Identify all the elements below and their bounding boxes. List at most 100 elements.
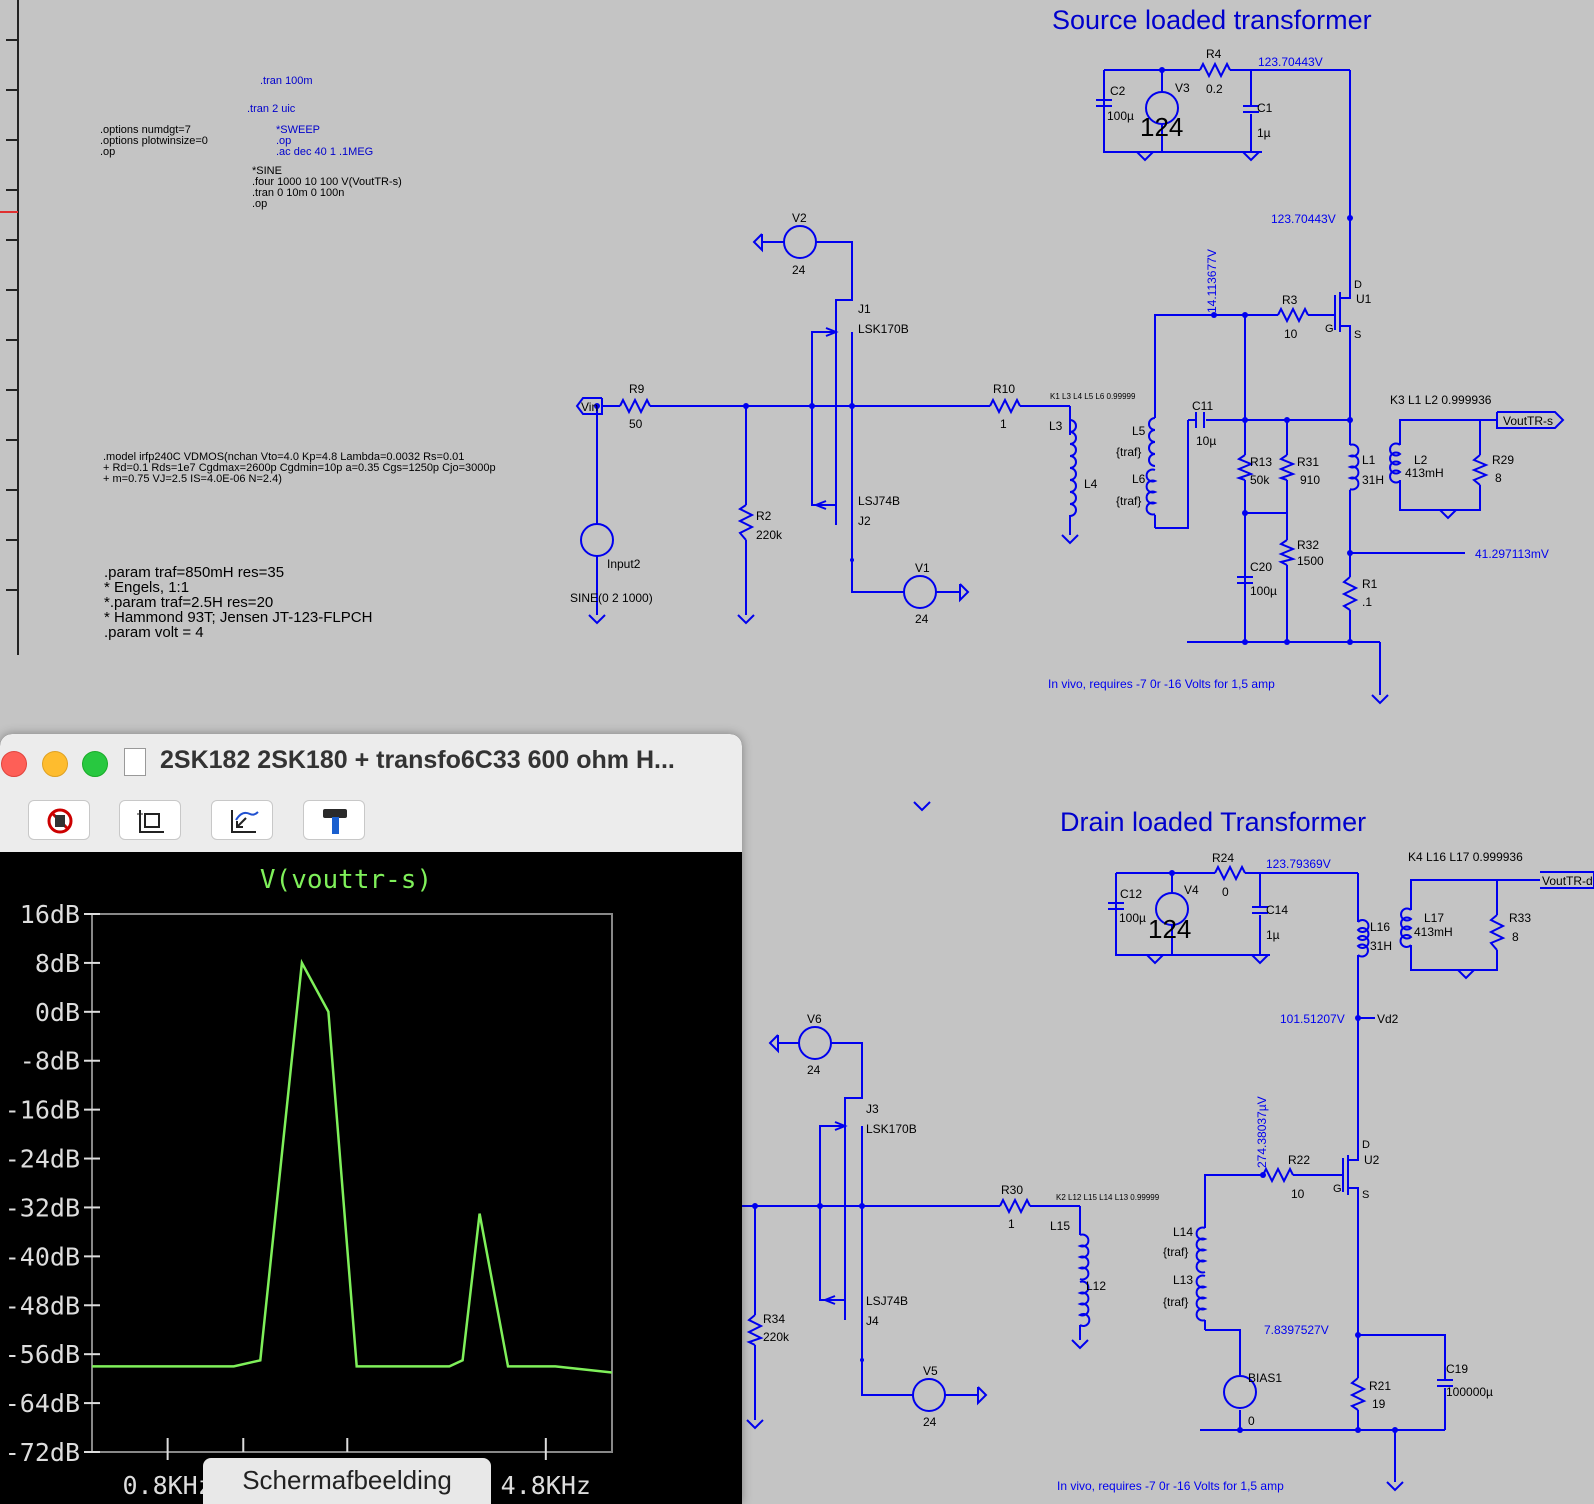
sine-source-label[interactable]: SINE(0 2 1000) xyxy=(570,591,653,605)
r32-label[interactable]: R32 xyxy=(1297,538,1319,552)
zoom-back-button[interactable] xyxy=(211,800,273,840)
l6-traf[interactable]: {traf} xyxy=(1116,494,1141,508)
r4-label[interactable]: R4 xyxy=(1206,47,1222,61)
c2-label[interactable]: C2 xyxy=(1110,84,1126,98)
options-line-1[interactable]: .options numdgt=7 xyxy=(100,124,191,136)
input2-label[interactable]: Input2 xyxy=(607,557,641,571)
r1-value[interactable]: .1 xyxy=(1362,595,1372,609)
l4-label[interactable]: L4 xyxy=(1084,477,1098,491)
r21-label[interactable]: R21 xyxy=(1369,1379,1391,1393)
sweep-line-3[interactable]: .ac dec 40 1 .1MEG xyxy=(276,146,373,158)
r32-value[interactable]: 1500 xyxy=(1297,554,1324,568)
v2-value[interactable]: 24 xyxy=(792,263,806,277)
v1-value[interactable]: 24 xyxy=(915,612,929,626)
l3-label[interactable]: L3 xyxy=(1049,419,1063,433)
options-line-2[interactable]: .options plotwinsize=0 xyxy=(100,135,208,147)
v4-label[interactable]: V4 xyxy=(1184,883,1199,897)
c11-value[interactable]: 10µ xyxy=(1196,434,1216,448)
r10-value[interactable]: 1 xyxy=(1000,417,1007,431)
c1-label[interactable]: C1 xyxy=(1257,101,1273,115)
r10-label[interactable]: R10 xyxy=(993,382,1015,396)
r29-value[interactable]: 8 xyxy=(1495,471,1502,485)
vout-d-label[interactable]: VoutTR-d xyxy=(1542,874,1593,888)
param-line-3[interactable]: *.param traf=2.5H res=20 xyxy=(104,594,273,611)
r33-value[interactable]: 8 xyxy=(1512,930,1519,944)
param-line-5[interactable]: .param volt = 4 xyxy=(104,624,204,641)
trace-title[interactable]: V(vouttr-s) xyxy=(260,865,432,895)
sine-line-3[interactable]: .tran 0 10m 0 100n xyxy=(252,187,344,199)
l16-value[interactable]: 31H xyxy=(1370,939,1392,953)
k1-coupling[interactable]: K1 L3 L4 L5 L6 0.99999 xyxy=(1050,392,1136,401)
r1-label[interactable]: R1 xyxy=(1362,577,1378,591)
l5-traf[interactable]: {traf} xyxy=(1116,445,1141,459)
r21-value[interactable]: 19 xyxy=(1372,1397,1386,1411)
r22-value[interactable]: 10 xyxy=(1291,1187,1305,1201)
tran-directive-1[interactable]: .tran 100m xyxy=(260,75,313,87)
autorange-button[interactable] xyxy=(119,800,181,840)
bias1-value[interactable]: 0 xyxy=(1248,1414,1255,1428)
window-titlebar[interactable]: 2SK182 2SK180 + transfo6C33 600 ohm H... xyxy=(0,734,742,790)
c12-value[interactable]: 100µ xyxy=(1119,911,1146,925)
hammer-button[interactable] xyxy=(303,800,365,840)
r33-label[interactable]: R33 xyxy=(1509,911,1531,925)
u1-label[interactable]: U1 xyxy=(1356,292,1372,306)
l1-label[interactable]: L1 xyxy=(1362,453,1376,467)
l13-traf[interactable]: {traf} xyxy=(1163,1295,1188,1309)
j3-model[interactable]: LSK170B xyxy=(866,1122,917,1136)
v6-value[interactable]: 24 xyxy=(807,1063,821,1077)
sine-line-1[interactable]: *SINE xyxy=(252,165,282,177)
c19-label[interactable]: C19 xyxy=(1446,1362,1468,1376)
c14-value[interactable]: 1µ xyxy=(1266,928,1280,942)
j2-label[interactable]: J2 xyxy=(858,514,871,528)
l13-label[interactable]: L13 xyxy=(1173,1273,1193,1287)
v3-label[interactable]: V3 xyxy=(1175,81,1190,95)
r30-value[interactable]: 1 xyxy=(1008,1217,1015,1231)
tran-directive-2[interactable]: .tran 2 uic xyxy=(247,103,296,115)
r3-label[interactable]: R3 xyxy=(1282,293,1298,307)
sweep-line-1[interactable]: *SWEEP xyxy=(276,124,320,136)
r30-label[interactable]: R30 xyxy=(1001,1183,1023,1197)
l5-label[interactable]: L5 xyxy=(1132,424,1146,438)
model-line-2[interactable]: + Rd=0.1 Rds=1e7 Cgdmax=2600p Cgdmin=10p… xyxy=(103,462,496,474)
r3-value[interactable]: 10 xyxy=(1284,327,1298,341)
j4-model[interactable]: LSJ74B xyxy=(866,1294,908,1308)
l6-label[interactable]: L6 xyxy=(1132,472,1146,486)
r24-label[interactable]: R24 xyxy=(1212,851,1234,865)
k2-coupling[interactable]: K2 L12 L15 L14 L13 0.99999 xyxy=(1056,1193,1160,1202)
r34-label[interactable]: R34 xyxy=(763,1312,785,1326)
r24-value[interactable]: 0 xyxy=(1222,885,1229,899)
k3-coupling[interactable]: K3 L1 L2 0.999936 xyxy=(1390,393,1492,407)
l2-label[interactable]: L2 xyxy=(1414,453,1428,467)
r13-value[interactable]: 50k xyxy=(1250,473,1270,487)
r34-value[interactable]: 220k xyxy=(763,1330,790,1344)
sine-line-4[interactable]: .op xyxy=(252,198,267,210)
v1-label[interactable]: V1 xyxy=(915,561,930,575)
model-line-1[interactable]: .model irfp240C VDMOS(nchan Vto=4.0 Kp=4… xyxy=(103,451,464,463)
options-line-3[interactable]: .op xyxy=(100,146,115,158)
c19-value[interactable]: 100000µ xyxy=(1446,1385,1493,1399)
halt-button[interactable] xyxy=(28,800,90,840)
l14-traf[interactable]: {traf} xyxy=(1163,1245,1188,1259)
l15-label[interactable]: L15 xyxy=(1050,1219,1070,1233)
r31-value[interactable]: 910 xyxy=(1300,473,1320,487)
j1-model[interactable]: LSK170B xyxy=(858,322,909,336)
v4-value[interactable]: 124 xyxy=(1148,914,1191,944)
j4-label[interactable]: J4 xyxy=(866,1314,879,1328)
model-line-3[interactable]: + m=0.75 VJ=2.5 IS=4.0E-06 N=2.4) xyxy=(103,473,282,485)
v2-label[interactable]: V2 xyxy=(792,211,807,225)
u2-label[interactable]: U2 xyxy=(1364,1153,1380,1167)
zoom-button[interactable] xyxy=(82,751,108,777)
l17-value[interactable]: 413mH xyxy=(1414,925,1453,939)
r9-label[interactable]: R9 xyxy=(629,382,645,396)
k4-coupling[interactable]: K4 L16 L17 0.999936 xyxy=(1408,850,1523,864)
c1-value[interactable]: 1µ xyxy=(1257,126,1271,140)
l17-label[interactable]: L17 xyxy=(1424,911,1444,925)
c11-label[interactable]: C11 xyxy=(1192,399,1213,413)
vout-s-label[interactable]: VoutTR-s xyxy=(1503,414,1553,428)
r2-value[interactable]: 220k xyxy=(756,528,783,542)
sweep-line-2[interactable]: .op xyxy=(276,135,291,147)
r2-label[interactable]: R2 xyxy=(756,509,772,523)
l12-label[interactable]: L12 xyxy=(1086,1279,1106,1293)
r13-label[interactable]: R13 xyxy=(1250,455,1272,469)
